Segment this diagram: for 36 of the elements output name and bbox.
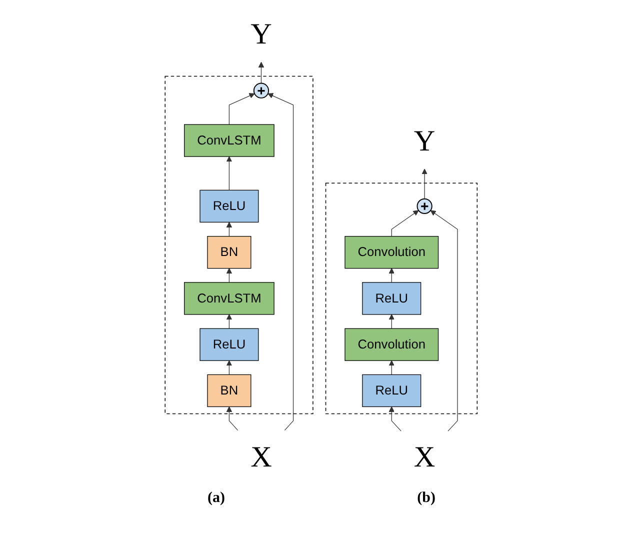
arrow — [226, 222, 232, 237]
arrow — [430, 210, 458, 432]
arrow — [226, 360, 232, 375]
arrow — [268, 93, 294, 431]
node-text: X — [250, 440, 272, 473]
arrow — [226, 314, 232, 329]
node-box: BN — [208, 374, 252, 408]
node-box: ReLU — [362, 374, 422, 408]
node-box: ReLU — [200, 190, 260, 223]
arrow — [226, 406, 238, 431]
node-circle: + — [417, 198, 433, 214]
arrow — [389, 268, 395, 283]
cluster — [326, 182, 478, 414]
node-text: Y — [250, 17, 272, 50]
panel-caption: (b) — [417, 490, 436, 507]
node-box: ConvLSTM — [184, 124, 275, 157]
cluster — [165, 76, 314, 414]
node-text: Y — [414, 124, 436, 157]
arrow — [422, 168, 428, 200]
arrow — [389, 406, 402, 432]
node-text: X — [414, 440, 436, 473]
arrow — [392, 210, 420, 237]
node-box: BN — [208, 236, 252, 269]
arrow — [226, 156, 232, 190]
node-box: ReLU — [362, 282, 422, 315]
node-box: ReLU — [200, 328, 260, 361]
node-box: Convolution — [345, 236, 439, 269]
panel-caption: (a) — [208, 490, 226, 507]
arrow — [226, 268, 232, 283]
node-box: ConvLSTM — [184, 282, 275, 315]
arrow — [258, 62, 264, 84]
arrow — [389, 360, 395, 375]
arrow — [389, 314, 395, 329]
node-box: Convolution — [345, 328, 439, 361]
node-circle: + — [254, 82, 270, 98]
arrow — [229, 93, 256, 125]
